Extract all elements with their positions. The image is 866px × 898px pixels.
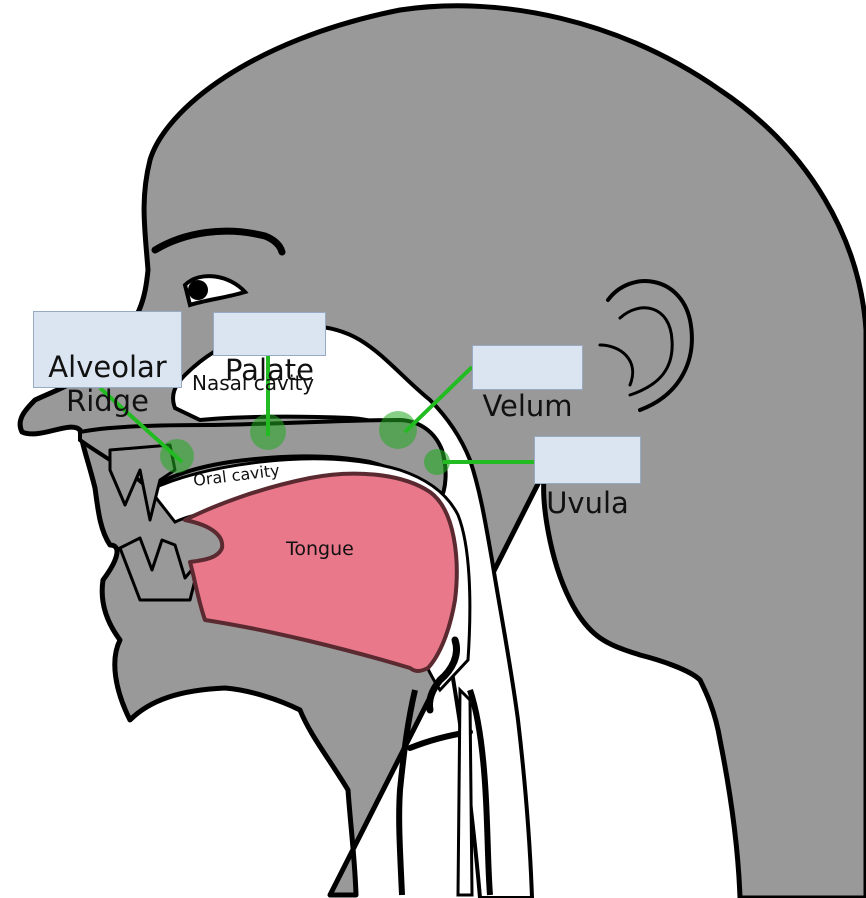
alveolar-ridge-callout-label: Alveolar Ridge: [34, 350, 181, 418]
palate-callout-label: Palate: [214, 351, 325, 389]
trachea-strip: [458, 690, 472, 895]
velum-callout-label: Velum: [473, 386, 582, 426]
alveolar-ridge-callout: Alveolar Ridge: [33, 311, 182, 388]
pupil: [188, 280, 208, 300]
tongue-label: Tongue: [285, 538, 354, 560]
uvula-callout: Uvula: [534, 436, 641, 484]
velum-callout: Velum: [472, 345, 583, 390]
velum-marker: [379, 411, 417, 449]
uvula-callout-label: Uvula: [535, 481, 640, 525]
palate-callout: Palate: [213, 312, 326, 356]
